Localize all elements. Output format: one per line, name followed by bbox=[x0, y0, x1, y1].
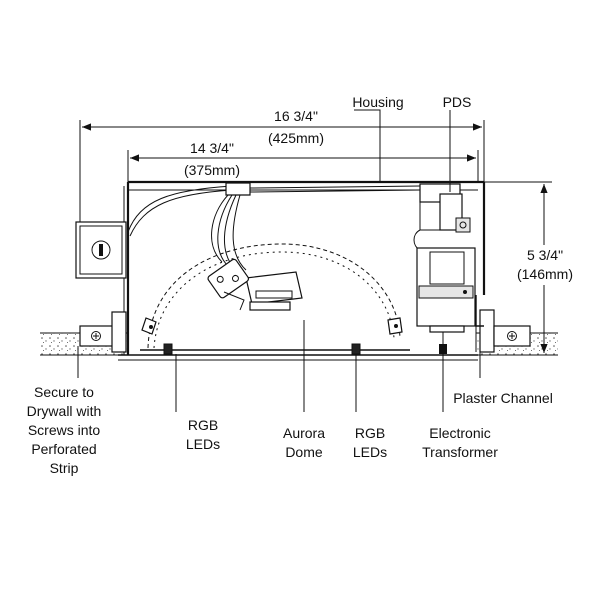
height-label: 5 3/4" bbox=[527, 247, 563, 263]
overall-length-metric: (425mm) bbox=[268, 130, 324, 146]
pds-module bbox=[413, 183, 471, 251]
dimension-housing-length bbox=[127, 150, 479, 182]
dimension-overall-length bbox=[79, 120, 485, 222]
dimension-height bbox=[484, 181, 584, 356]
secure-label-line3: Screws into bbox=[28, 422, 101, 438]
secure-label-line2: Drywall with bbox=[27, 403, 102, 419]
transformer-label-line1: Electronic bbox=[429, 425, 490, 441]
aurora-dome-line2: Dome bbox=[285, 444, 323, 460]
plaster-channel-part bbox=[475, 295, 484, 352]
leader-lines bbox=[77, 109, 481, 412]
rgb-leds-left-line1: RGB bbox=[188, 417, 218, 433]
secure-label-line5: Strip bbox=[50, 460, 79, 476]
secure-label-line4: Perforated bbox=[31, 441, 96, 457]
housing-length-metric: (375mm) bbox=[184, 162, 240, 178]
height-metric: (146mm) bbox=[517, 266, 573, 282]
dome-bracket-right bbox=[387, 317, 403, 335]
aurora-dome bbox=[140, 243, 410, 351]
transformer-box bbox=[416, 247, 476, 354]
rgb-leds-right-line2: LEDs bbox=[353, 444, 387, 460]
housing-length-label: 14 3/4" bbox=[190, 140, 234, 156]
right-mounting-bracket bbox=[479, 309, 531, 353]
rgb-led-left-marker bbox=[163, 343, 173, 355]
led-driver-assembly bbox=[207, 258, 303, 311]
rgb-leds-right-line1: RGB bbox=[355, 425, 385, 441]
rgb-leds-left-line2: LEDs bbox=[186, 436, 220, 452]
aurora-dome-line1: Aurora bbox=[283, 425, 325, 441]
housing-label: Housing bbox=[352, 94, 403, 110]
secure-label-line1: Secure to bbox=[34, 384, 94, 400]
wiring-harness bbox=[127, 182, 421, 271]
junction-box-left bbox=[75, 221, 127, 279]
transformer-label-line2: Transformer bbox=[422, 444, 498, 460]
rgb-led-right-marker bbox=[351, 343, 361, 355]
dome-bracket-left bbox=[141, 317, 157, 335]
left-mounting-bracket bbox=[79, 311, 127, 353]
overall-length-label: 16 3/4" bbox=[274, 108, 318, 124]
plaster-channel-label: Plaster Channel bbox=[453, 390, 553, 406]
pds-label: PDS bbox=[443, 94, 472, 110]
